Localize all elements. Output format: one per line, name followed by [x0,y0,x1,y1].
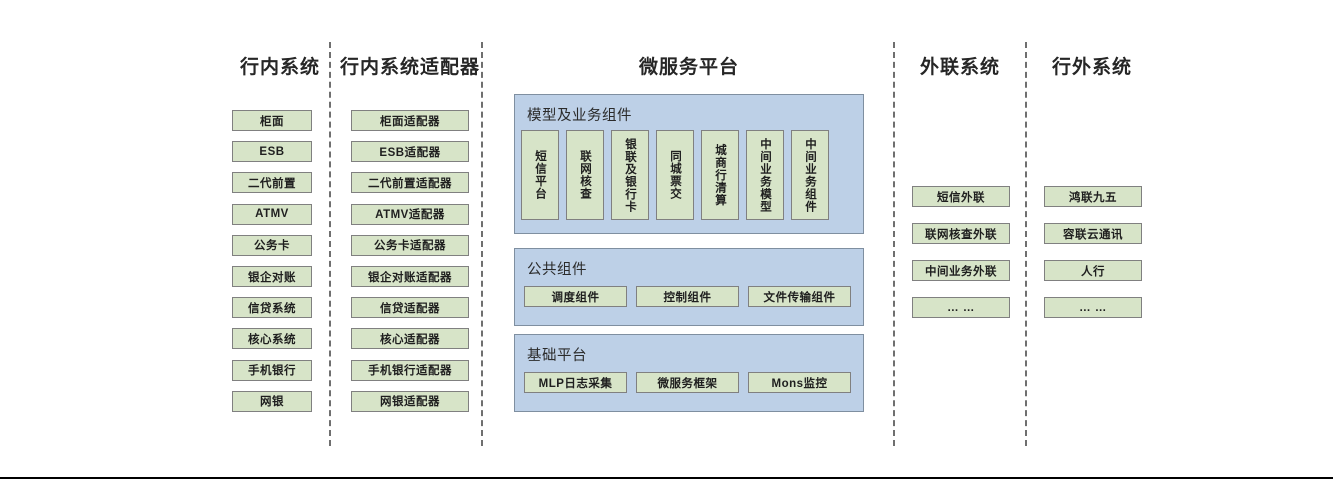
bottom-rule [0,477,1333,479]
column-divider-1 [329,42,331,446]
system-box-inhouse_adapter-5[interactable]: 银企对账适配器 [351,266,469,287]
component-box-model-business-components-1[interactable]: 联网核查 [566,130,604,220]
column-title-outside_bank: 行外系统 [1051,57,1132,78]
system-box-inhouse-5[interactable]: 银企对账 [232,266,312,287]
component-box-base-platform-2[interactable]: Mons监控 [748,372,851,393]
component-box-model-business-components-2[interactable]: 银联及银行卡 [611,130,649,220]
system-box-inhouse_adapter-3[interactable]: ATMV适配器 [351,203,469,225]
system-box-inhouse-6[interactable]: 信贷系统 [232,297,312,319]
system-box-inhouse-7[interactable]: 核心系统 [232,328,312,350]
component-box-public-components-0[interactable]: 调度组件 [524,286,627,307]
panel-title-base-platform: 基础平台 [527,348,587,364]
system-box-inhouse_adapter-7[interactable]: 核心适配器 [351,328,469,350]
component-box-public-components-1[interactable]: 控制组件 [636,286,739,307]
system-box-external_link-2[interactable]: 中间业务外联 [912,260,1010,281]
column-divider-4 [1025,42,1027,446]
system-box-external_link-1[interactable]: 联网核查外联 [912,223,1010,244]
system-box-outside_bank-2[interactable]: 人行 [1044,260,1142,281]
system-box-outside_bank-0[interactable]: 鸿联九五 [1044,186,1142,207]
panel-title-model-business-components: 模型及业务组件 [527,108,632,124]
component-box-model-business-components-0[interactable]: 短信平台 [521,130,559,220]
component-box-model-business-components-3[interactable]: 同城票交 [656,130,694,220]
component-box-model-business-components-6[interactable]: 中间业务组件 [791,130,829,220]
system-box-outside_bank-1[interactable]: 容联云通讯 [1044,223,1142,244]
system-box-external_link-0[interactable]: 短信外联 [912,186,1010,207]
column-title-external_link: 外联系统 [919,57,1000,78]
system-box-inhouse-0[interactable]: 柜面 [232,110,312,131]
component-box-base-platform-0[interactable]: MLP日志采集 [524,372,627,393]
system-box-inhouse_adapter-2[interactable]: 二代前置适配器 [351,172,469,194]
system-box-outside_bank-3[interactable]: … … [1044,297,1142,318]
system-box-inhouse-9[interactable]: 网银 [232,390,312,412]
system-box-inhouse_adapter-4[interactable]: 公务卡适配器 [351,234,469,256]
panel-title-public-components: 公共组件 [527,262,587,278]
column-title-inhouse_adapter: 行内系统适配器 [340,57,481,78]
system-box-inhouse_adapter-0[interactable]: 柜面适配器 [351,110,469,131]
system-box-inhouse-3[interactable]: ATMV [232,203,312,225]
column-title-microservice-platform: 微服务平台 [638,57,739,78]
system-box-inhouse_adapter-1[interactable]: ESB适配器 [351,141,469,163]
system-box-inhouse-8[interactable]: 手机银行 [232,359,312,381]
system-box-inhouse_adapter-8[interactable]: 手机银行适配器 [351,359,469,381]
system-box-inhouse-4[interactable]: 公务卡 [232,234,312,256]
system-box-inhouse_adapter-9[interactable]: 网银适配器 [351,390,469,412]
system-box-external_link-3[interactable]: … … [912,297,1010,318]
component-box-base-platform-1[interactable]: 微服务框架 [636,372,739,393]
system-box-inhouse-2[interactable]: 二代前置 [232,172,312,194]
component-box-model-business-components-5[interactable]: 中间业务模型 [746,130,784,220]
column-divider-2 [481,42,483,446]
component-box-model-business-components-4[interactable]: 城商行清算 [701,130,739,220]
column-divider-3 [893,42,895,446]
column-title-inhouse: 行内系统 [239,57,320,78]
system-box-inhouse-1[interactable]: ESB [232,141,312,163]
component-box-public-components-2[interactable]: 文件传输组件 [748,286,851,307]
system-box-inhouse_adapter-6[interactable]: 信贷适配器 [351,297,469,319]
